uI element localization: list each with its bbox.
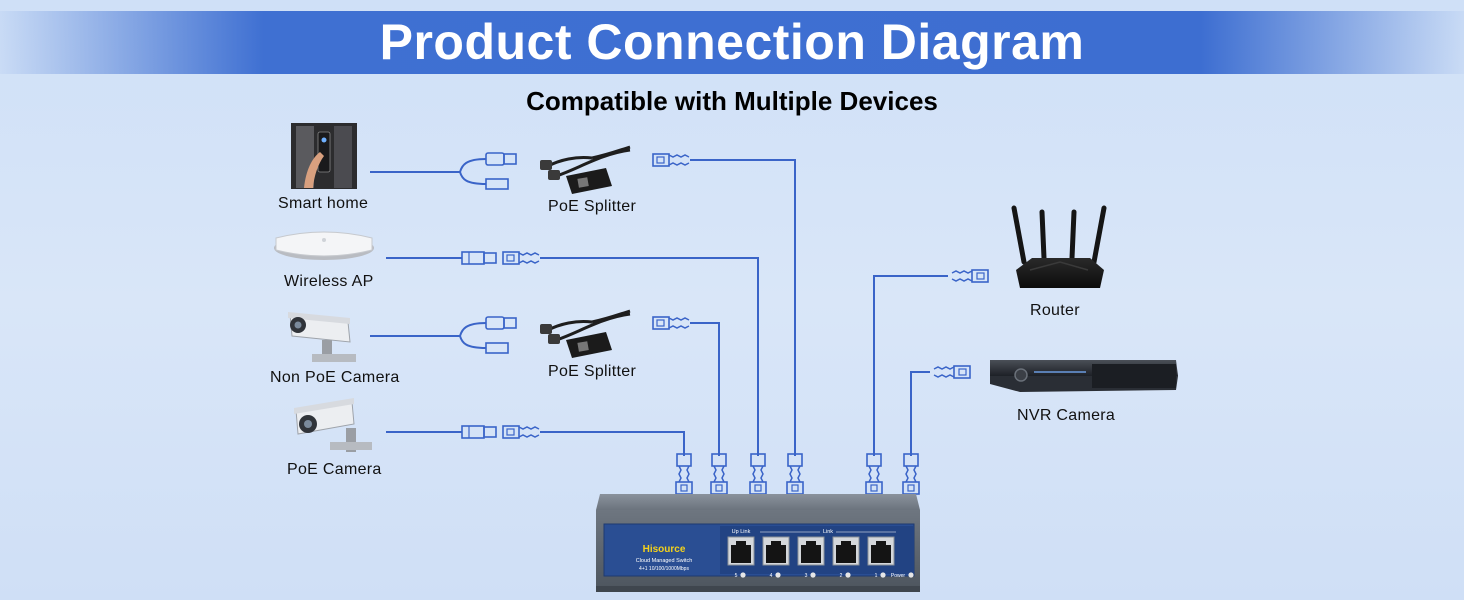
non-poe-camera-image — [288, 312, 356, 362]
page-title: Product Connection Diagram — [379, 14, 1085, 70]
poe-splitter-image — [540, 145, 631, 194]
label-router: Router — [1030, 302, 1080, 319]
switch-port[interactable]: 1 — [867, 536, 895, 579]
port-led — [775, 572, 781, 578]
switch-port[interactable]: 3 — [797, 536, 825, 579]
port-number-label: 4 — [770, 573, 773, 579]
label-nvr-camera: NVR Camera — [1017, 407, 1116, 424]
port-number-label: 2 — [840, 573, 843, 579]
label-poe-splitter-1: PoE Splitter — [548, 198, 637, 215]
port-led — [880, 572, 886, 578]
cable-splitter1-switch — [690, 159, 796, 456]
label-poe-splitter-2: PoE Splitter — [548, 363, 637, 380]
port-led — [845, 572, 851, 578]
cable-nvr — [910, 371, 930, 456]
switch-model: Cloud Managed Switch — [636, 558, 693, 564]
cable-ap-switch — [540, 257, 759, 456]
switch-port[interactable]: 4 — [762, 536, 790, 579]
switch-spec: 4+1 10/100/1000Mbps — [639, 566, 689, 572]
port-number-label: 5 — [735, 573, 738, 579]
cable-router — [873, 275, 948, 456]
label-wireless-ap: Wireless AP — [284, 273, 374, 290]
router-image — [1011, 205, 1107, 288]
title-banner — [0, 11, 1464, 74]
connectors — [461, 152, 989, 495]
port-led — [810, 572, 816, 578]
power-led — [908, 572, 914, 578]
smart-home-image — [291, 123, 357, 189]
poe-switch: Hisource Cloud Managed Switch 4+1 10/100… — [596, 494, 920, 592]
power-label: Power — [891, 573, 906, 579]
wireless-ap-image — [274, 231, 374, 260]
cable-smart-home-split — [458, 158, 487, 185]
port-number-label: 3 — [805, 573, 808, 579]
cables — [370, 158, 948, 456]
switch-brand: Hisource — [643, 544, 686, 555]
nvr-image — [990, 360, 1178, 392]
switch-port[interactable]: 2 — [832, 536, 860, 579]
cable-non-poe-split — [458, 322, 487, 349]
port-led — [740, 572, 746, 578]
poe-camera-image — [294, 398, 372, 452]
uplink-label: Up Link — [732, 529, 751, 535]
label-non-poe-camera: Non PoE Camera — [270, 369, 400, 386]
cable-splitter2-switch — [690, 322, 720, 456]
port-number-label: 1 — [875, 573, 878, 579]
label-poe-camera: PoE Camera — [287, 461, 382, 478]
page-subtitle: Compatible with Multiple Devices — [526, 86, 938, 116]
link-label: Link — [823, 529, 833, 535]
label-smart-home: Smart home — [278, 195, 369, 212]
poe-splitter-image — [540, 309, 631, 358]
cable-poe-camera-switch — [540, 431, 685, 456]
switch-port[interactable]: 5 — [727, 536, 755, 579]
